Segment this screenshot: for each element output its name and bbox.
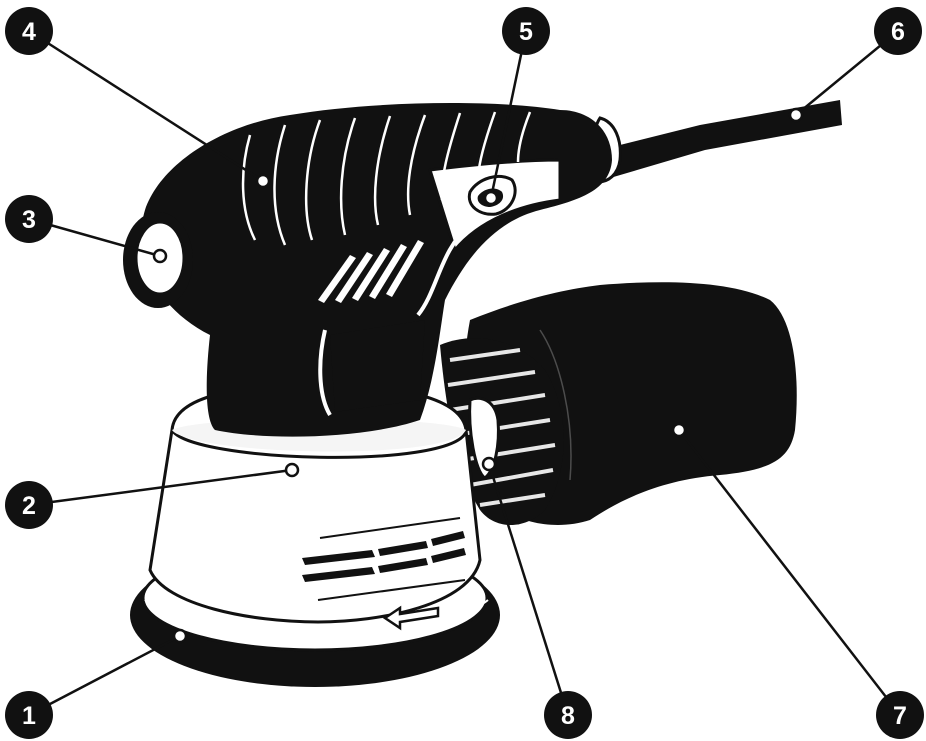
callout-badge-8: 8 bbox=[544, 691, 592, 739]
callout-badge-7: 7 bbox=[876, 691, 924, 739]
leader-line-4 bbox=[29, 31, 263, 181]
callout-badge-6: 6 bbox=[874, 7, 922, 55]
callout-dot-6 bbox=[790, 109, 802, 121]
callout-dot-7 bbox=[673, 424, 685, 436]
callout-dot-2 bbox=[286, 464, 298, 476]
callout-dot-5 bbox=[485, 192, 497, 204]
callout-badge-5: 5 bbox=[502, 7, 550, 55]
callout-badge-1: 1 bbox=[5, 691, 53, 739]
callout-number-5: 5 bbox=[519, 18, 533, 46]
callout-badge-3: 3 bbox=[5, 195, 53, 243]
callout-number-2: 2 bbox=[22, 492, 36, 520]
callout-badge-2: 2 bbox=[5, 481, 53, 529]
callout-number-6: 6 bbox=[891, 18, 905, 46]
callout-dot-3 bbox=[154, 250, 166, 262]
callout-badge-4: 4 bbox=[5, 7, 53, 55]
callout-dot-1 bbox=[174, 630, 186, 642]
callout-number-1: 1 bbox=[22, 702, 36, 730]
callout-number-3: 3 bbox=[22, 206, 36, 234]
power-cord bbox=[593, 100, 842, 182]
callout-number-8: 8 bbox=[561, 702, 575, 730]
leader-line-7 bbox=[679, 430, 900, 715]
callout-dot-8 bbox=[483, 458, 495, 470]
callout-number-4: 4 bbox=[22, 18, 36, 46]
callout-number-7: 7 bbox=[893, 702, 907, 730]
callout-dot-4 bbox=[257, 175, 269, 187]
leader-line-1 bbox=[29, 636, 180, 715]
